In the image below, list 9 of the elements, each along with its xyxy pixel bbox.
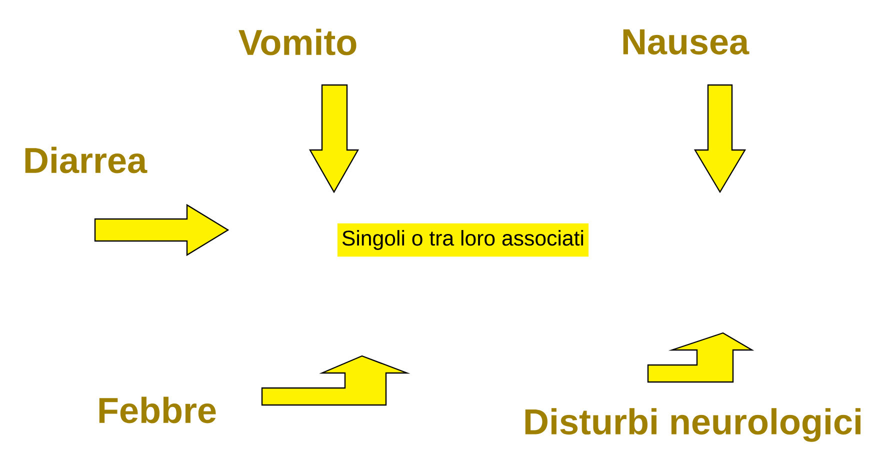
outlined-word: Vomito <box>238 28 356 56</box>
outlined-word: Disturbi neurologici <box>525 408 860 442</box>
block-arrow <box>261 355 410 406</box>
outlined-word: Diarrea <box>25 146 148 174</box>
block-arrow <box>647 332 754 383</box>
outlined-word: Nausea <box>623 29 750 55</box>
block-arrow <box>308 84 360 194</box>
outlined-word: Febbre <box>99 396 216 424</box>
highlighted-text: Singoli o tra loro associati <box>337 223 589 257</box>
